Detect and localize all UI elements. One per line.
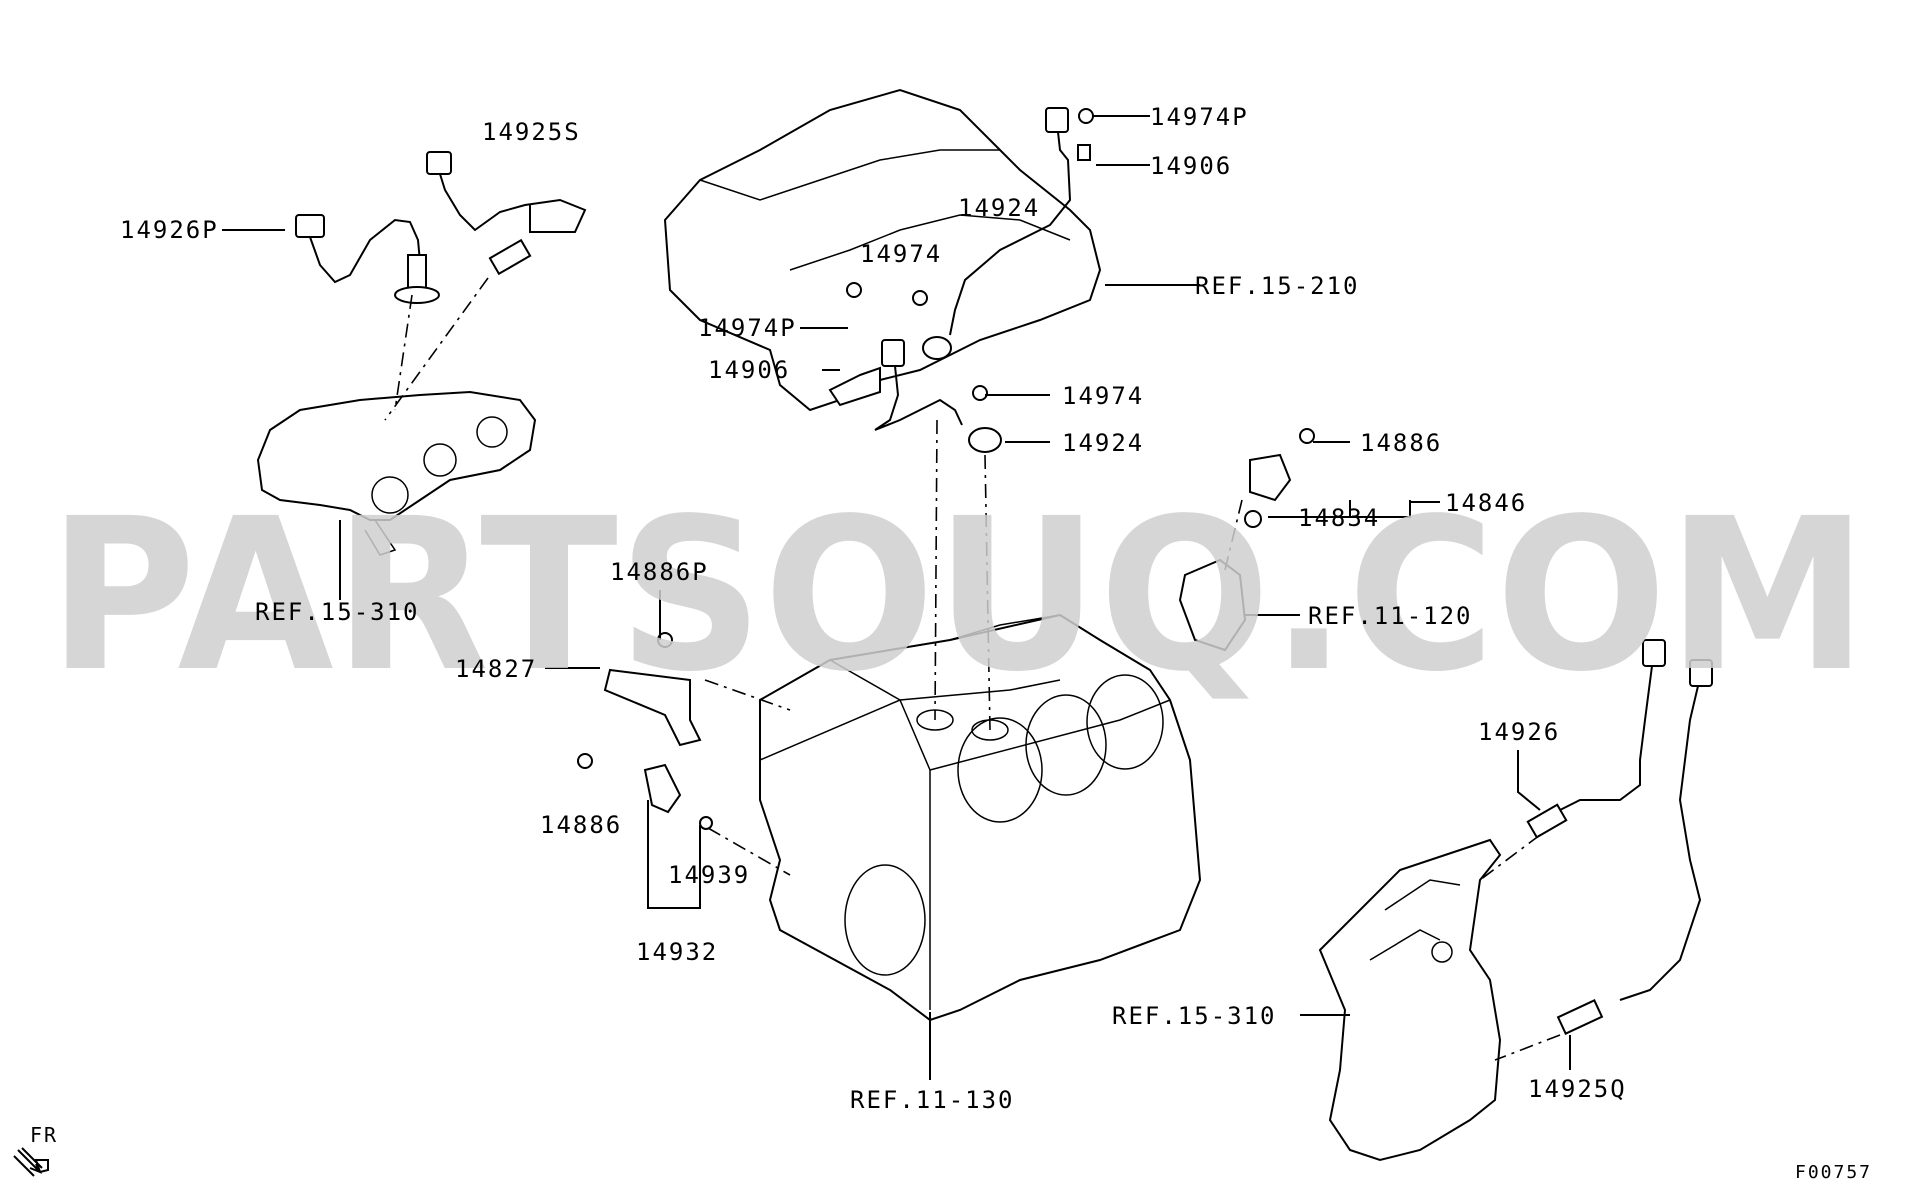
o2-sensor-left-wiring: [295, 151, 587, 304]
label-ref-11-120[interactable]: REF.11-120: [1308, 602, 1473, 630]
engine-block: [759, 613, 1202, 1022]
front-direction-indicator: FR: [13, 1123, 58, 1177]
label-14974P-mid[interactable]: 14974P: [698, 314, 797, 342]
label-14827[interactable]: 14827: [455, 655, 537, 683]
part-labels: 14925S 14926P REF.15-310 14974P 14906 14…: [120, 103, 1627, 1114]
label-14834[interactable]: 14834: [1298, 504, 1380, 532]
label-14932[interactable]: 14932: [636, 938, 718, 966]
label-14974P-top[interactable]: 14974P: [1150, 103, 1249, 131]
label-14926P[interactable]: 14926P: [120, 216, 219, 244]
diagram-code: F00757: [1795, 1162, 1872, 1183]
label-14924-top[interactable]: 14924: [958, 194, 1040, 222]
crank-sensor-bracket: [603, 668, 702, 814]
label-ref-15-310-right[interactable]: REF.15-310: [1112, 1002, 1277, 1030]
label-14886-left[interactable]: 14886: [540, 811, 622, 839]
label-ref-15-310-left[interactable]: REF.15-310: [255, 598, 420, 626]
label-14974-mid[interactable]: 14974: [1062, 382, 1144, 410]
label-14886-right[interactable]: 14886: [1360, 429, 1442, 457]
label-14906-mid[interactable]: 14906: [708, 356, 790, 384]
front-arrow-icon: [17, 1149, 49, 1174]
reference-dash-lines: [384, 277, 1561, 1061]
label-14974-top[interactable]: 14974: [860, 240, 942, 268]
exhaust-manifold-right: [1318, 838, 1502, 1162]
small-bolts: [577, 108, 1315, 830]
label-ref-15-210[interactable]: REF.15-210: [1195, 272, 1360, 300]
label-14886P[interactable]: 14886P: [610, 558, 709, 586]
knock-sensor-wiring: [828, 107, 1091, 453]
label-14924-mid[interactable]: 14924: [1062, 429, 1144, 457]
cylinder-head: [663, 88, 1102, 412]
exhaust-manifold-left: [256, 390, 537, 556]
label-14906-top[interactable]: 14906: [1150, 152, 1232, 180]
label-ref-11-130[interactable]: REF.11-130: [850, 1086, 1015, 1114]
leader-lines: [222, 115, 1571, 1080]
front-direction-label: FR: [30, 1123, 58, 1147]
label-14846[interactable]: 14846: [1445, 489, 1527, 517]
o2-sensor-right-wiring: [1526, 639, 1713, 1035]
label-14926[interactable]: 14926: [1478, 718, 1560, 746]
label-14925S[interactable]: 14925S: [482, 118, 581, 146]
cam-sensor-right: [1178, 453, 1292, 652]
watermark-text: PARTSOUQ.COM: [48, 473, 1868, 718]
label-14939[interactable]: 14939: [668, 861, 750, 889]
label-14925Q[interactable]: 14925Q: [1528, 1075, 1627, 1103]
